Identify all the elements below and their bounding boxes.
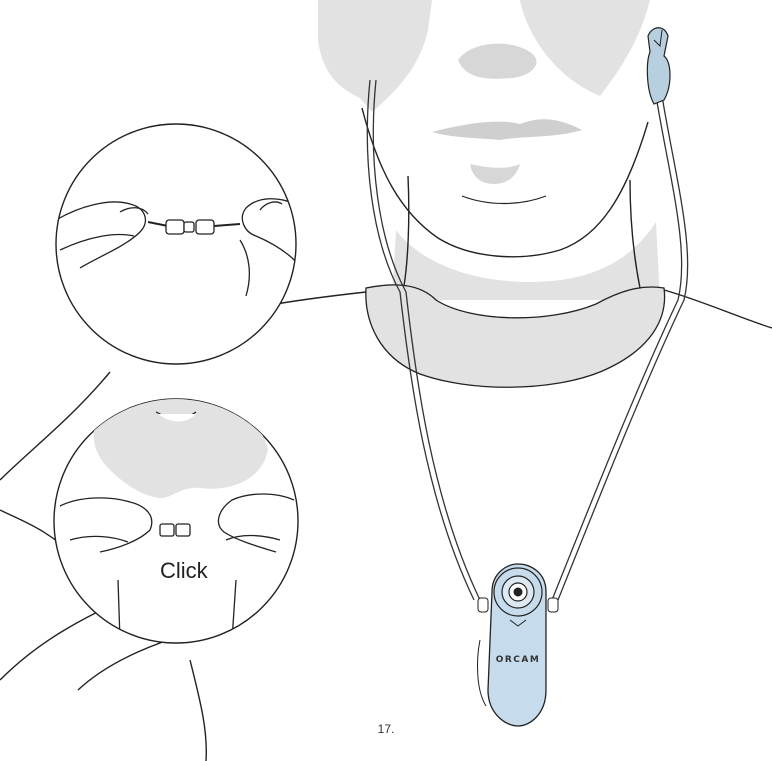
- click-label: Click: [160, 558, 209, 583]
- chin-line: [462, 196, 546, 204]
- inset-click: Click: [54, 398, 298, 643]
- device-brand-label: ORCAM: [496, 655, 541, 665]
- person-figure: [276, 0, 772, 387]
- lower-lip-shade: [470, 164, 520, 184]
- nose-shade: [458, 44, 537, 79]
- earpiece: [647, 28, 670, 104]
- orcam-device: ORCAM: [478, 564, 558, 726]
- head-shade: [520, 0, 650, 96]
- shoulder-left: [276, 292, 366, 304]
- inset-connect: [56, 124, 300, 364]
- page-number: 17.: [378, 722, 395, 736]
- mouth: [432, 119, 582, 140]
